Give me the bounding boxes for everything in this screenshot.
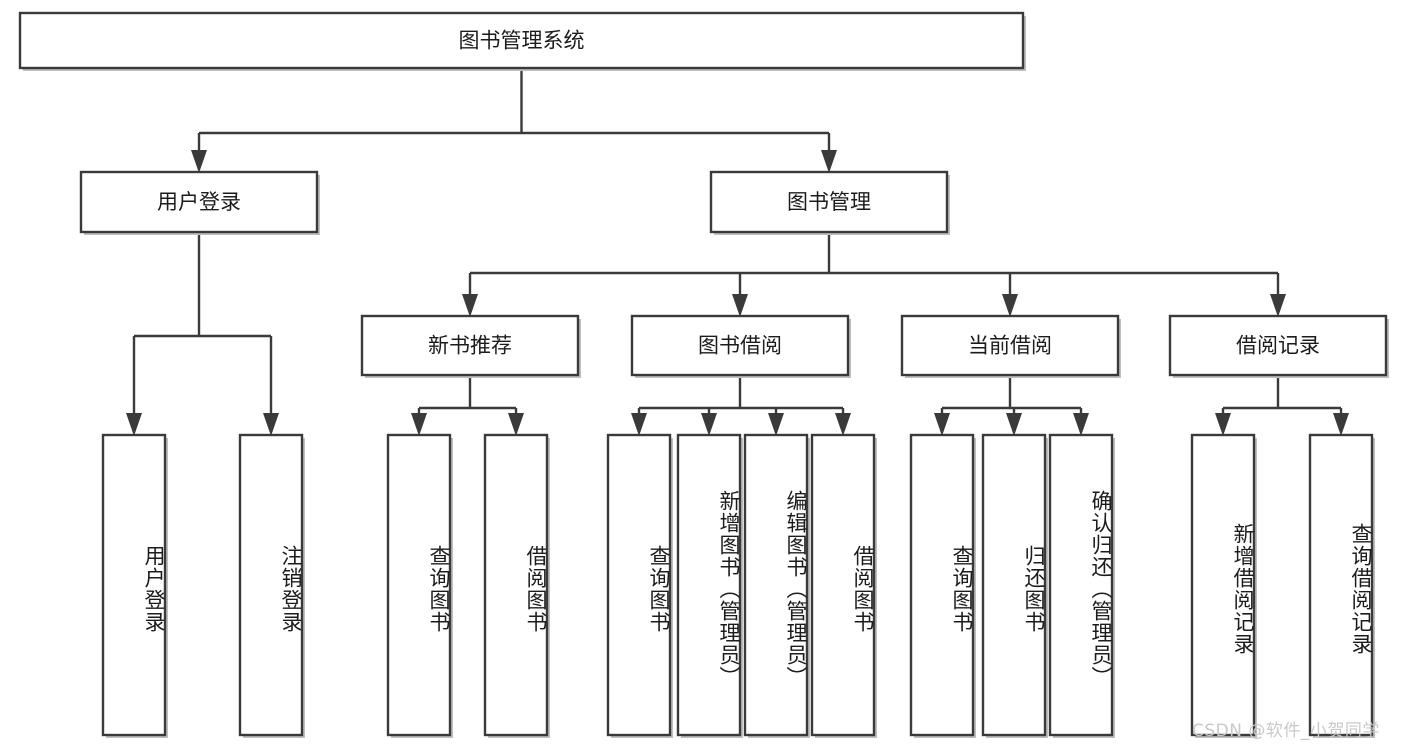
node-box-leaf-cur-return[interactable] (981, 433, 1047, 737)
node-label-book-manage: 图书管理 (787, 190, 871, 214)
edge-arrowhead (821, 150, 837, 173)
node-box-leaf-cur-confirm[interactable] (1048, 433, 1114, 737)
edges-layer (126, 68, 1349, 436)
node-box-leaf-user-login[interactable] (101, 433, 167, 737)
edge-arrowhead (701, 413, 717, 436)
edge-arrowhead (508, 413, 524, 436)
edge-arrowhead (934, 413, 950, 436)
edge-arrowhead (1333, 413, 1349, 436)
node-box-leaf-borrow-query[interactable] (606, 433, 672, 737)
node-label-current-borrow: 当前借阅 (968, 334, 1052, 358)
node-box-leaf-rec-query[interactable] (386, 433, 452, 737)
node-box-user-login[interactable] (79, 170, 319, 234)
node-label-new-book-rec: 新书推荐 (428, 334, 512, 358)
node-label-root: 图书管理系统 (459, 29, 585, 53)
edge-arrowhead (768, 413, 784, 436)
node-box-leaf-borrow-lend[interactable] (810, 433, 876, 737)
edge-arrowhead (1002, 294, 1018, 317)
node-box-borrow-record[interactable] (1168, 314, 1388, 377)
node-box-leaf-borrow-add[interactable] (676, 433, 742, 737)
node-box-root[interactable] (18, 11, 1025, 70)
node-box-book-manage[interactable] (709, 170, 949, 234)
edge-arrowhead (263, 413, 279, 436)
edge-arrowhead (1006, 413, 1022, 436)
edge-arrowhead (191, 150, 207, 173)
edge-arrowhead (1215, 413, 1231, 436)
edge-arrowhead (1073, 413, 1089, 436)
node-box-current-borrow[interactable] (900, 314, 1120, 377)
node-box-book-borrow[interactable] (630, 314, 850, 377)
edge-arrowhead (126, 413, 142, 436)
edge-arrowhead (631, 413, 647, 436)
node-label-borrow-record: 借阅记录 (1236, 334, 1320, 358)
edge-arrowhead (1270, 294, 1286, 317)
edge-arrowhead (835, 413, 851, 436)
edge-arrowhead (462, 294, 478, 317)
node-label-book-borrow: 图书借阅 (698, 334, 782, 358)
node-box-new-book-rec[interactable] (360, 314, 580, 377)
node-box-leaf-cur-query[interactable] (909, 433, 975, 737)
edge-arrowhead (411, 413, 427, 436)
node-box-leaf-user-logout[interactable] (238, 433, 304, 737)
node-box-leaf-rec-borrow[interactable] (483, 433, 549, 737)
node-label-user-login: 用户登录 (157, 190, 241, 214)
node-box-leaf-rec-add[interactable] (1190, 433, 1256, 737)
watermark-text: CSDN @软件_小贺同学 (1192, 721, 1380, 741)
node-box-leaf-rec-search[interactable] (1308, 433, 1374, 737)
node-box-leaf-borrow-edit[interactable] (743, 433, 809, 737)
edge-arrowhead (732, 294, 748, 317)
